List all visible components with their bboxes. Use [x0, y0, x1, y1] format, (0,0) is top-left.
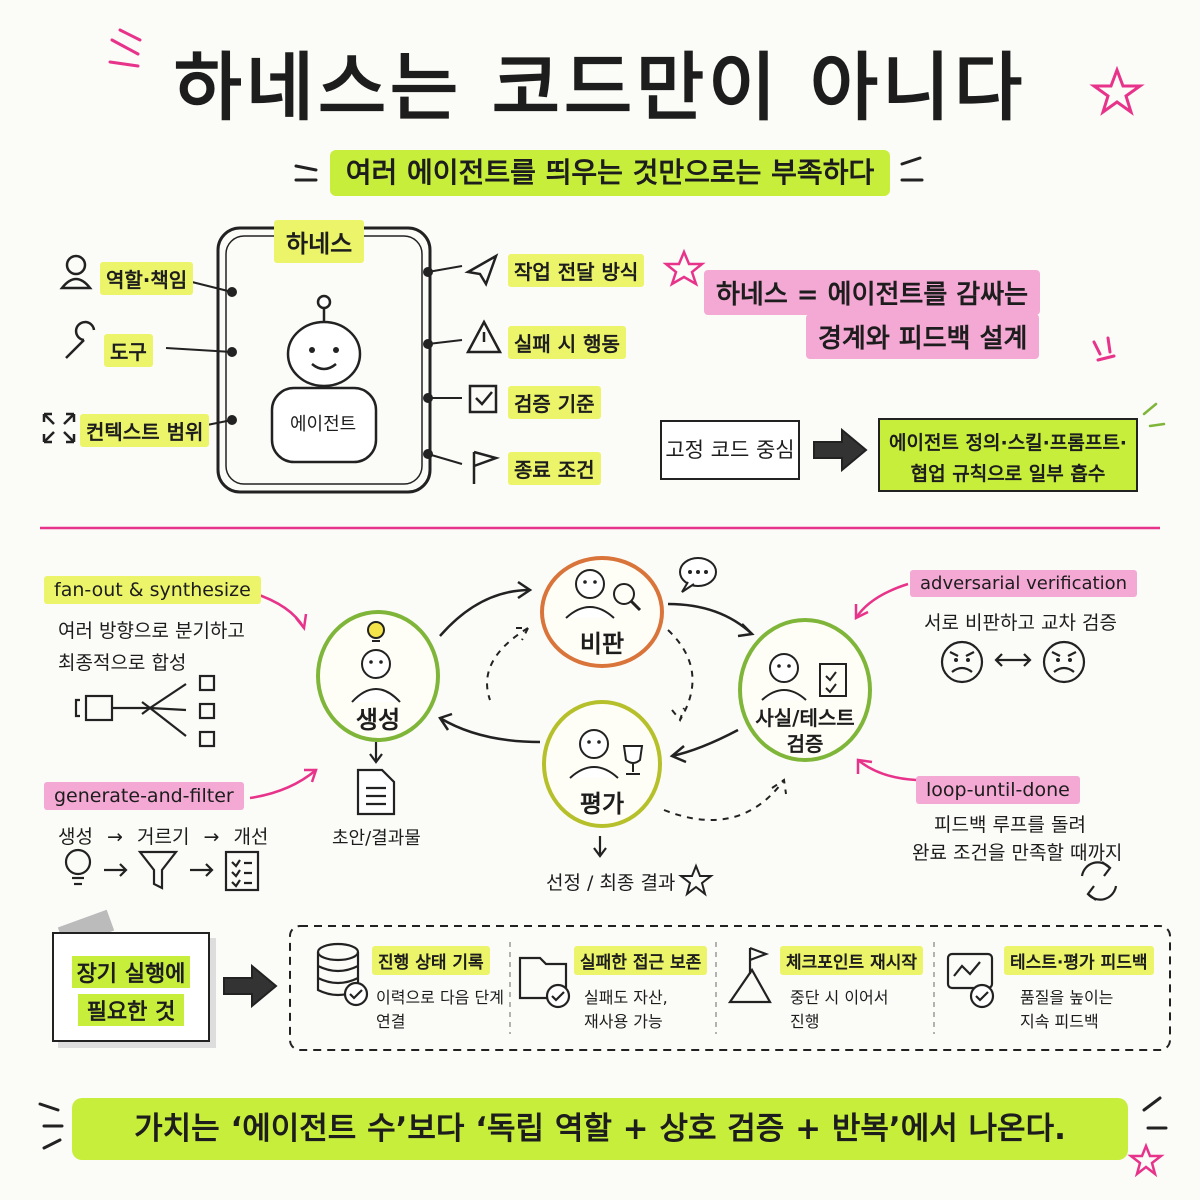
shift-to-line2: 협업 규칙으로 일부 흡수: [910, 463, 1106, 485]
star-icon: [662, 248, 706, 287]
pattern-loop-desc2: 완료 조건을 만족할 때까지: [912, 842, 1123, 864]
harness-item-tools: 도구: [104, 334, 153, 367]
node-evaluate-label: 평가: [579, 790, 625, 818]
gaf-arrow: →: [203, 826, 220, 848]
lightbulb-icon: [367, 621, 385, 642]
long-run-item-desc: 실패도 자산,: [584, 988, 668, 1007]
pattern-adv-desc: 서로 비판하고 교차 검증: [924, 612, 1117, 634]
loop-icon: [1080, 861, 1118, 901]
harness-item-context: 컨텍스트 범위: [80, 414, 210, 447]
harness-item-failure: 실패 시 행동: [508, 326, 626, 359]
arrow-right-icon: [223, 963, 278, 1009]
gaf-arrow: →: [107, 826, 123, 848]
star-icon: [1089, 65, 1145, 116]
node-evaluate: [542, 700, 662, 828]
pattern-loop-label: loop-until-done: [916, 776, 1080, 804]
magnifier-icon: [613, 583, 642, 612]
star-icon: [1127, 1142, 1165, 1178]
long-run-item-title: 진행 상태 기록: [372, 946, 490, 975]
pattern-fanout-desc1: 여러 방향으로 분기하고: [58, 620, 245, 642]
harness-item-criteria: 검증 기준: [508, 386, 601, 419]
long-run-item-desc: 지속 피드백: [1020, 1012, 1099, 1031]
angry-face-icon: [1042, 640, 1086, 684]
shift-to-line1: 에이전트 정의·스킬·프롬프트·: [888, 432, 1128, 454]
long-run-note-line1: 장기 실행에: [72, 956, 190, 988]
conclusion-banner: 가치는 ‘에이전트 수’보다 ‘독립 역할 + 상호 검증 + 반복’에서 나온…: [72, 1098, 1128, 1160]
pattern-adv-label: adversarial verification: [910, 570, 1138, 597]
node-critique-label: 비판: [579, 630, 625, 658]
harness-item-handoff: 작업 전달 방식: [508, 254, 645, 287]
pattern-gaf-label: generate-and-filter: [44, 782, 244, 810]
long-run-item-title: 실패한 접근 보존: [574, 946, 708, 975]
harness-item-exit: 종료 조건: [508, 452, 601, 485]
gaf-step-filter: 거르기: [136, 826, 190, 848]
shift-from-box: 고정 코드 중심: [660, 420, 800, 480]
arrow-right-icon: [813, 427, 868, 473]
person-icon: [65, 254, 87, 276]
final-result-label: 선정 / 최종 결과: [546, 872, 676, 894]
checkpoint-flag-icon: [727, 946, 772, 1004]
node-verify-label2: 검증: [786, 732, 824, 756]
long-run-item-title: 체크포인트 재시작: [780, 946, 924, 975]
long-run-item-title: 테스트·평가 피드백: [1004, 946, 1154, 975]
long-run-item-desc: 재사용 가능: [584, 1012, 663, 1031]
robot-icon: [270, 294, 378, 464]
draft-result-label: 초안/결과물: [332, 828, 421, 849]
harness-frame-label: 하네스: [274, 220, 365, 263]
pattern-fanout-label: fan-out & synthesize: [44, 576, 261, 604]
node-verify-label1: 사실/테스트: [755, 706, 855, 730]
harness-item-role: 역할·책임: [100, 262, 194, 295]
star-icon: [678, 863, 714, 897]
warning-icon: [465, 319, 503, 354]
pattern-loop-desc1: 피드백 루프를 돌려: [934, 814, 1086, 836]
database-icon: [316, 942, 369, 1007]
fanout-diagram: [74, 674, 216, 748]
gaf-step-improve: 개선: [233, 826, 269, 848]
expand-icon: [42, 412, 76, 444]
trophy-icon: [622, 745, 644, 775]
long-run-item-desc: 품질을 높이는: [1020, 988, 1114, 1007]
angry-face-icon: [940, 640, 984, 684]
page-subtitle: 여러 에이전트를 띄우는 것만으로는 부족하다: [330, 150, 890, 196]
test-feedback-icon: [946, 952, 995, 1009]
flag-icon: [472, 450, 501, 484]
shift-to-box: 에이전트 정의·스킬·프롬프트· 협업 규칙으로 일부 흡수: [878, 418, 1138, 492]
node-generate-label: 생성: [355, 706, 401, 734]
long-run-item-desc: 이력으로 다음 단계: [376, 988, 504, 1007]
checklist-icon: [224, 850, 260, 892]
long-run-item-desc: 연결: [376, 1012, 406, 1031]
pattern-fanout-desc2: 최종적으로 합성: [58, 652, 187, 674]
checkbox-icon: [468, 384, 498, 414]
gaf-step-generate: 생성: [58, 826, 93, 848]
lightbulb-icon: [64, 848, 92, 886]
page-title: 하네스는 코드만이 아니다: [173, 45, 1027, 131]
long-run-item-desc: 진행: [790, 1012, 820, 1031]
send-icon: [464, 253, 499, 287]
agent-label: 에이전트: [290, 414, 357, 435]
pattern-gaf-steps: 생성 → 거르기 → 개선: [58, 822, 268, 849]
clipboard-icon: [819, 663, 847, 697]
folder-icon: [518, 956, 571, 1009]
filter-icon: [137, 850, 179, 890]
long-run-item-desc: 중단 시 이어서: [790, 988, 889, 1007]
definition-line2: 경계와 피드백 설계: [806, 314, 1040, 359]
node-verify: [738, 618, 872, 762]
long-run-note-line2: 필요한 것: [78, 994, 184, 1026]
document-icon: [356, 768, 396, 816]
definition-line1: 하네스 = 에이전트를 감싸는: [704, 270, 1041, 315]
long-run-note: 장기 실행에 필요한 것: [52, 932, 210, 1042]
wrench-icon: [65, 320, 96, 359]
